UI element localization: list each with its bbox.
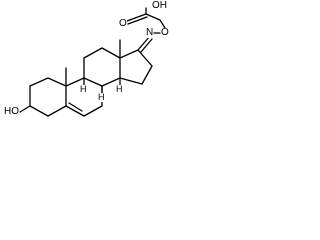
bond: [29, 77, 49, 87]
double-bond: [137, 35, 151, 51]
double-bond: [140, 38, 153, 53]
bond: [141, 65, 153, 85]
ether-oxygen-label: O: [161, 27, 169, 38]
carboxyl-oh-label: OH: [152, 0, 167, 11]
bond: [47, 105, 67, 117]
carbonyl-oxygen-label: O: [119, 18, 127, 29]
bond: [83, 47, 103, 59]
bond: [159, 19, 166, 29]
double-bond: [68, 102, 83, 112]
bond: [29, 105, 49, 117]
molecule-diagram: OH O O N HO H H H: [0, 0, 178, 150]
bond: [101, 47, 121, 59]
bond: [137, 49, 153, 67]
bond: [145, 13, 161, 21]
bond: [119, 49, 139, 59]
h8-label: H: [80, 84, 87, 94]
bond: [65, 77, 85, 87]
imine-nitrogen-label: N: [146, 27, 154, 38]
double-bond: [127, 16, 148, 25]
hydroxyl-label: HO: [4, 106, 19, 117]
bond: [101, 77, 121, 87]
bond: [83, 105, 103, 117]
bond: [83, 77, 103, 87]
double-bond: [126, 13, 147, 22]
bond: [119, 77, 143, 85]
h14-label: H: [116, 84, 123, 94]
bond-drawing: [19, 7, 166, 117]
bond: [47, 77, 67, 87]
bond: [19, 105, 31, 113]
h9-label: H: [98, 92, 105, 102]
bond: [65, 105, 85, 117]
